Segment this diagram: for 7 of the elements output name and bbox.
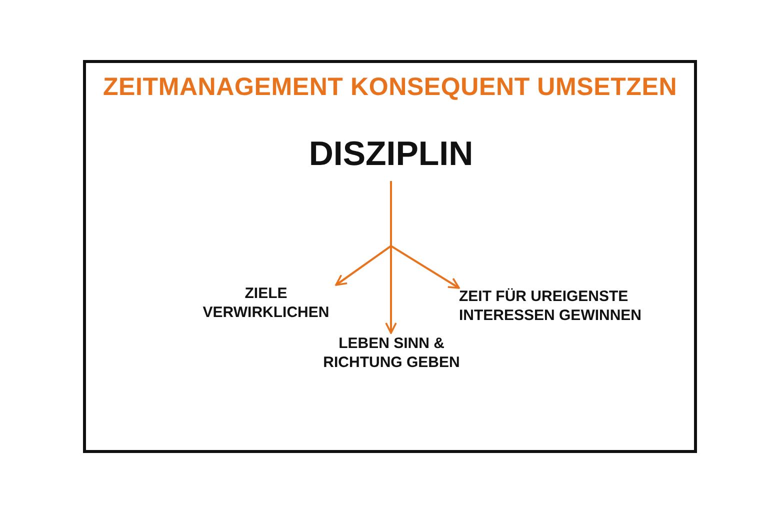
- node-label: ZIELE VERWIRKLICHEN: [196, 285, 336, 322]
- frame-box: [83, 60, 697, 453]
- arrow: [390, 181, 460, 289]
- title: ZEITMANAGEMENT KONSEQUENT UMSETZEN: [102, 73, 678, 102]
- node-label: LEBEN SINN & RICHTUNG GEBEN: [314, 335, 469, 372]
- heading: DISZIPLIN: [291, 133, 491, 176]
- node-label: ZEIT FÜR UREIGENSTE INTERESSEN GEWINNEN: [459, 288, 674, 326]
